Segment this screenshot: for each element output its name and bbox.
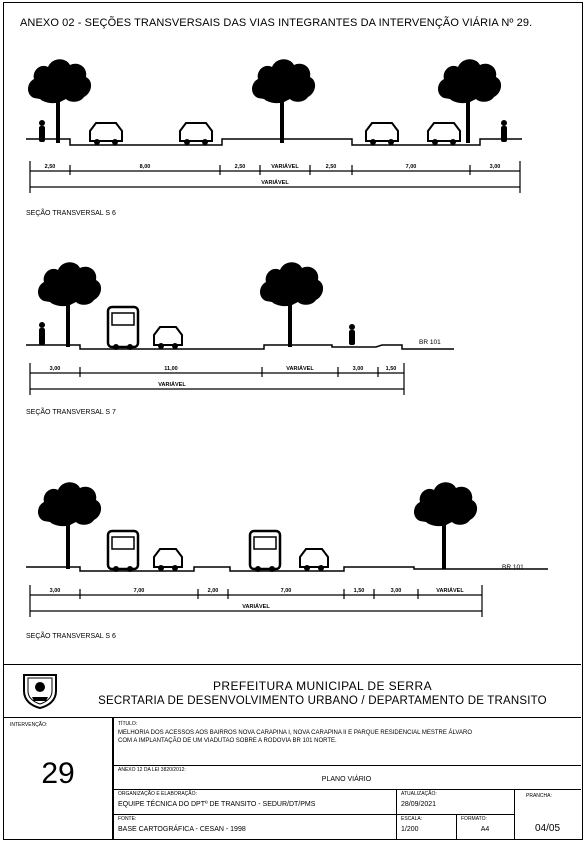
tree-icon [28,59,92,143]
total-dimension: VARIÁVEL [158,381,186,388]
municipality-name: PREFEITURA MUNICIPAL DE SERRA [213,679,432,693]
tree-icon [414,482,478,569]
tree-icon [38,482,102,569]
format-value: A4 [480,826,490,833]
tree-icon [438,59,502,143]
pedestrian-icon [39,322,45,345]
pedestrian-icon [39,120,45,142]
update-label: ATUALIZAÇÃO: [401,791,437,797]
update-value: 28/09/2021 [401,801,437,808]
dimension-line [29,585,483,617]
dimension-value: 7,00 [406,164,417,170]
cross-section-s7: BR 101 3,00 11,00 VARIÁVEL 3,00 1,50 VAR… [26,262,454,395]
road-label: BR 101 [502,564,524,571]
dimension-value: 3,00 [50,366,61,372]
annex-law-value: PLANO VIÁRIO [321,776,372,783]
title-block: PREFEITURA MUNICIPAL DE SERRA SECRTARIA … [4,664,581,840]
title-block-header: PREFEITURA MUNICIPAL DE SERRA SECRTARIA … [4,665,581,718]
department-name: SECRTARIA DE DESENVOLVIMENTO URBANO / DE… [98,695,547,707]
annex-law-label: ANEXO 12 DA LEI 3820/2012: [118,767,186,773]
dimension-value: 3,00 [353,366,364,372]
total-dimension: VARIÁVEL [261,179,289,186]
dimension-value: 2,50 [326,164,337,170]
dimension-line [29,161,521,193]
dimension-value: VARIÁVEL [436,587,464,594]
title-label: TÍTULO: [118,721,138,727]
source-value: BASE CARTOGRÁFICA - CESAN - 1998 [118,826,246,833]
dimension-value: 11,00 [164,366,177,372]
dimension-value: 2,00 [208,588,219,594]
dimension-value: 7,00 [134,588,145,594]
sheet-label: PRANCHA: [526,793,552,799]
bus-icon [248,529,282,572]
organization-label: ORGANIZAÇÃO E ELABORAÇÃO: [118,791,197,797]
dimension-value: 7,00 [281,588,292,594]
section-label: SEÇÃO TRANSVERSAL S 7 [26,409,116,416]
car-icon [153,548,183,571]
bus-icon [106,529,140,572]
car-icon [153,326,183,349]
car-icon [427,122,461,145]
section-label: SEÇÃO TRANSVERSAL S 6 [26,633,116,640]
project-title: MELHORIA DOS ACESSOS AOS BAIRROS NOVA CA… [118,729,472,745]
project-title-line: COM A IMPLANTAÇÃO DE UM VIADUTAO SOBRE A… [118,738,337,744]
cross-section-s6-bottom: BR 101 3,00 7,00 2,00 7,00 1,50 3,00 VAR… [26,482,548,617]
scale-value: 1/200 [401,826,419,833]
intervention-label: INTERVENÇÃO: [10,722,48,728]
sheet-value: 04/05 [534,823,561,834]
dimension-value: VARIÁVEL [271,163,299,170]
bus-icon [106,305,140,350]
dimension-value: VARIÁVEL [286,365,314,372]
source-label: FONTE: [118,816,137,822]
dimension-value: 2,50 [45,164,56,170]
scale-label: ESCALA: [401,816,423,822]
section-label: SEÇÃO TRANSVERSAL S 6 [26,210,116,217]
pedestrian-icon [501,120,507,142]
car-icon [179,122,213,145]
drawing-sheet: ANEXO 02 - SEÇÕES TRANSVERSAIS DAS VIAS … [3,2,583,840]
format-label: FORMATO: [461,816,487,822]
car-icon [299,548,329,571]
dimension-value: 2,50 [235,164,246,170]
dimension-value: 3,00 [391,588,402,594]
tree-icon [38,262,102,347]
total-dimension: VARIÁVEL [242,603,270,610]
road-profile [26,566,548,572]
pedestrian-icon [349,324,355,345]
intervention-number: 29 [41,757,75,790]
dimension-line [29,363,405,395]
tree-icon [260,262,324,347]
organization-value: EQUIPE TÉCNICA DO DPTº DE TRANSITO - SED… [118,801,316,808]
road-profile [26,138,522,146]
project-title-line: MELHORIA DOS ACESSOS AOS BAIRROS NOVA CA… [118,730,472,736]
dimension-value: 1,50 [386,366,397,372]
car-icon [89,122,123,145]
dimension-value: 8,00 [140,164,151,170]
tree-icon [252,59,316,143]
road-label: BR 101 [419,339,441,346]
dimension-value: 3,00 [490,164,501,170]
dimension-value: 3,00 [50,588,61,594]
road-profile [26,344,454,350]
annex-title: ANEXO 02 - SEÇÕES TRANSVERSAIS DAS VIAS … [20,17,533,29]
coat-of-arms-icon [23,674,57,709]
dimension-value: 1,50 [354,588,365,594]
car-icon [365,122,399,145]
cross-section-s6-top: 2,50 8,00 2,50 VARIÁVEL 2,50 7,00 3,00 V… [26,59,522,193]
